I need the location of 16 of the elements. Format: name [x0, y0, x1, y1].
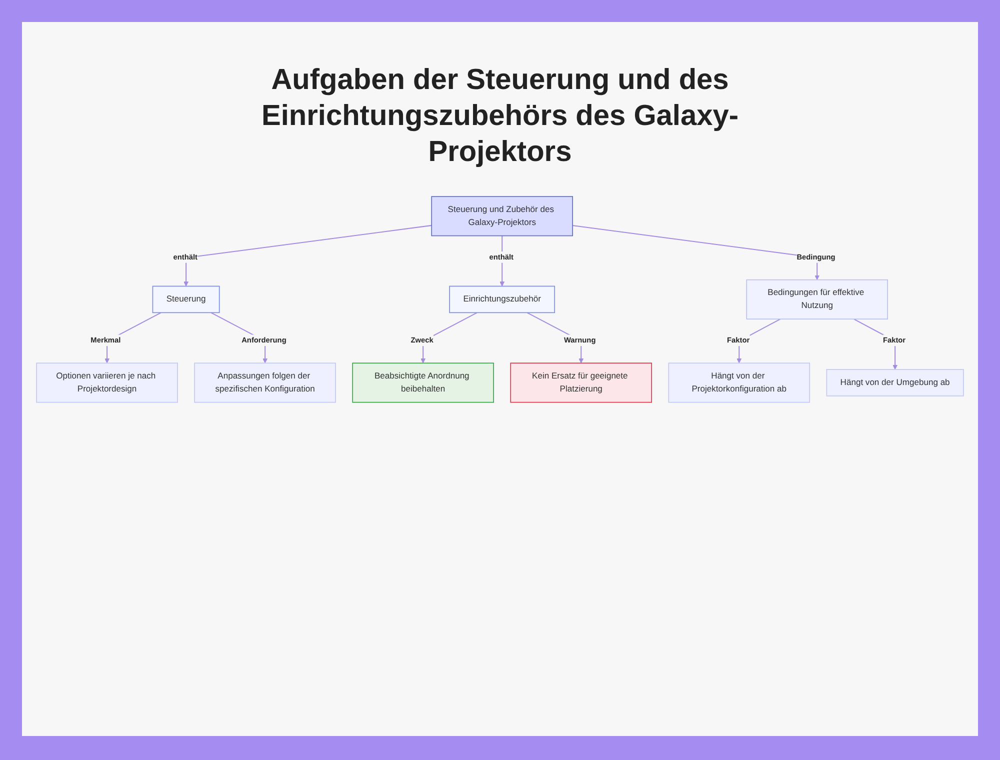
arrow	[572, 224, 820, 280]
node-box: Hängt von der Umgebung ab	[826, 369, 964, 396]
node-box: Hängt von der Projektorkonfiguration ab	[668, 362, 810, 403]
node-box: Kein Ersatz für geeignete Platzierung	[510, 362, 652, 403]
node-box: Beabsichtigte Anordnung beibehalten	[352, 362, 494, 403]
arrow	[854, 318, 898, 370]
node-box: Bedingungen für effektive Nutzung	[746, 279, 888, 320]
node-box: Einrichtungszubehör	[449, 286, 556, 314]
arrow	[736, 318, 781, 364]
node-box: Steuerung	[152, 286, 220, 314]
diagram-title: Aufgaben der Steuerung und des Einrichtungszubehörs des Galaxy-Projektors	[260, 63, 740, 170]
arrow	[184, 224, 432, 286]
arrow	[420, 312, 478, 364]
node-box: Anpassungen folgen der spezifischen Konfiguration	[194, 362, 336, 403]
node-box: Optionen variieren je nach Projektordesign	[36, 362, 178, 403]
node-box: Steuerung und Zubehör des Galaxy-Projektors	[431, 196, 573, 236]
